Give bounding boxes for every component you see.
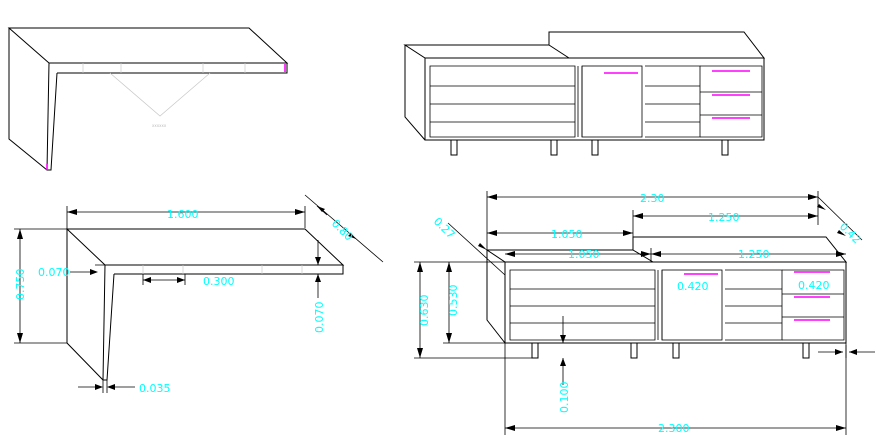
credenza-drawer-label: 0.420	[798, 279, 830, 292]
credenza-seg-b-lower-label: 1.250	[738, 248, 770, 261]
credenza-seg-b-upper-label: 1.250	[708, 211, 740, 224]
desk-leg-thickness-label: 0.035	[139, 382, 171, 395]
credenza-total-top-label: 2.30	[640, 192, 665, 205]
desk-dimensioned	[14, 194, 384, 393]
credenza-perspective	[403, 31, 766, 156]
desk-top-thickness-left-label: 0.070	[38, 266, 70, 279]
desk-height-label: 0.750	[14, 269, 27, 301]
desk-depth-label: 0.80	[329, 217, 356, 244]
credenza-height-total-label: 0.630	[418, 295, 431, 327]
credenza-dimensioned	[414, 191, 875, 435]
credenza-seg-a-upper-label: 1.050	[551, 228, 583, 241]
credenza-depth-left-label: 0.27	[431, 215, 458, 242]
credenza-total-bottom-label: 2.300	[658, 422, 690, 435]
credenza-seg-a-lower-label: 1.050	[568, 248, 600, 261]
desk-perspective: xxxxxx	[7, 27, 289, 171]
credenza-door-label: 0.420	[677, 280, 709, 293]
credenza-leg-height-label: 0.100	[558, 382, 571, 414]
desk-top-thickness-right-label: 0.070	[313, 302, 326, 334]
desk-tiny-label: xxxxxx	[152, 123, 167, 128]
desk-length-label: 1.600	[167, 208, 199, 221]
desk-overhang-label: 0.300	[203, 275, 235, 288]
credenza-height-body-label: 0.530	[447, 285, 460, 317]
